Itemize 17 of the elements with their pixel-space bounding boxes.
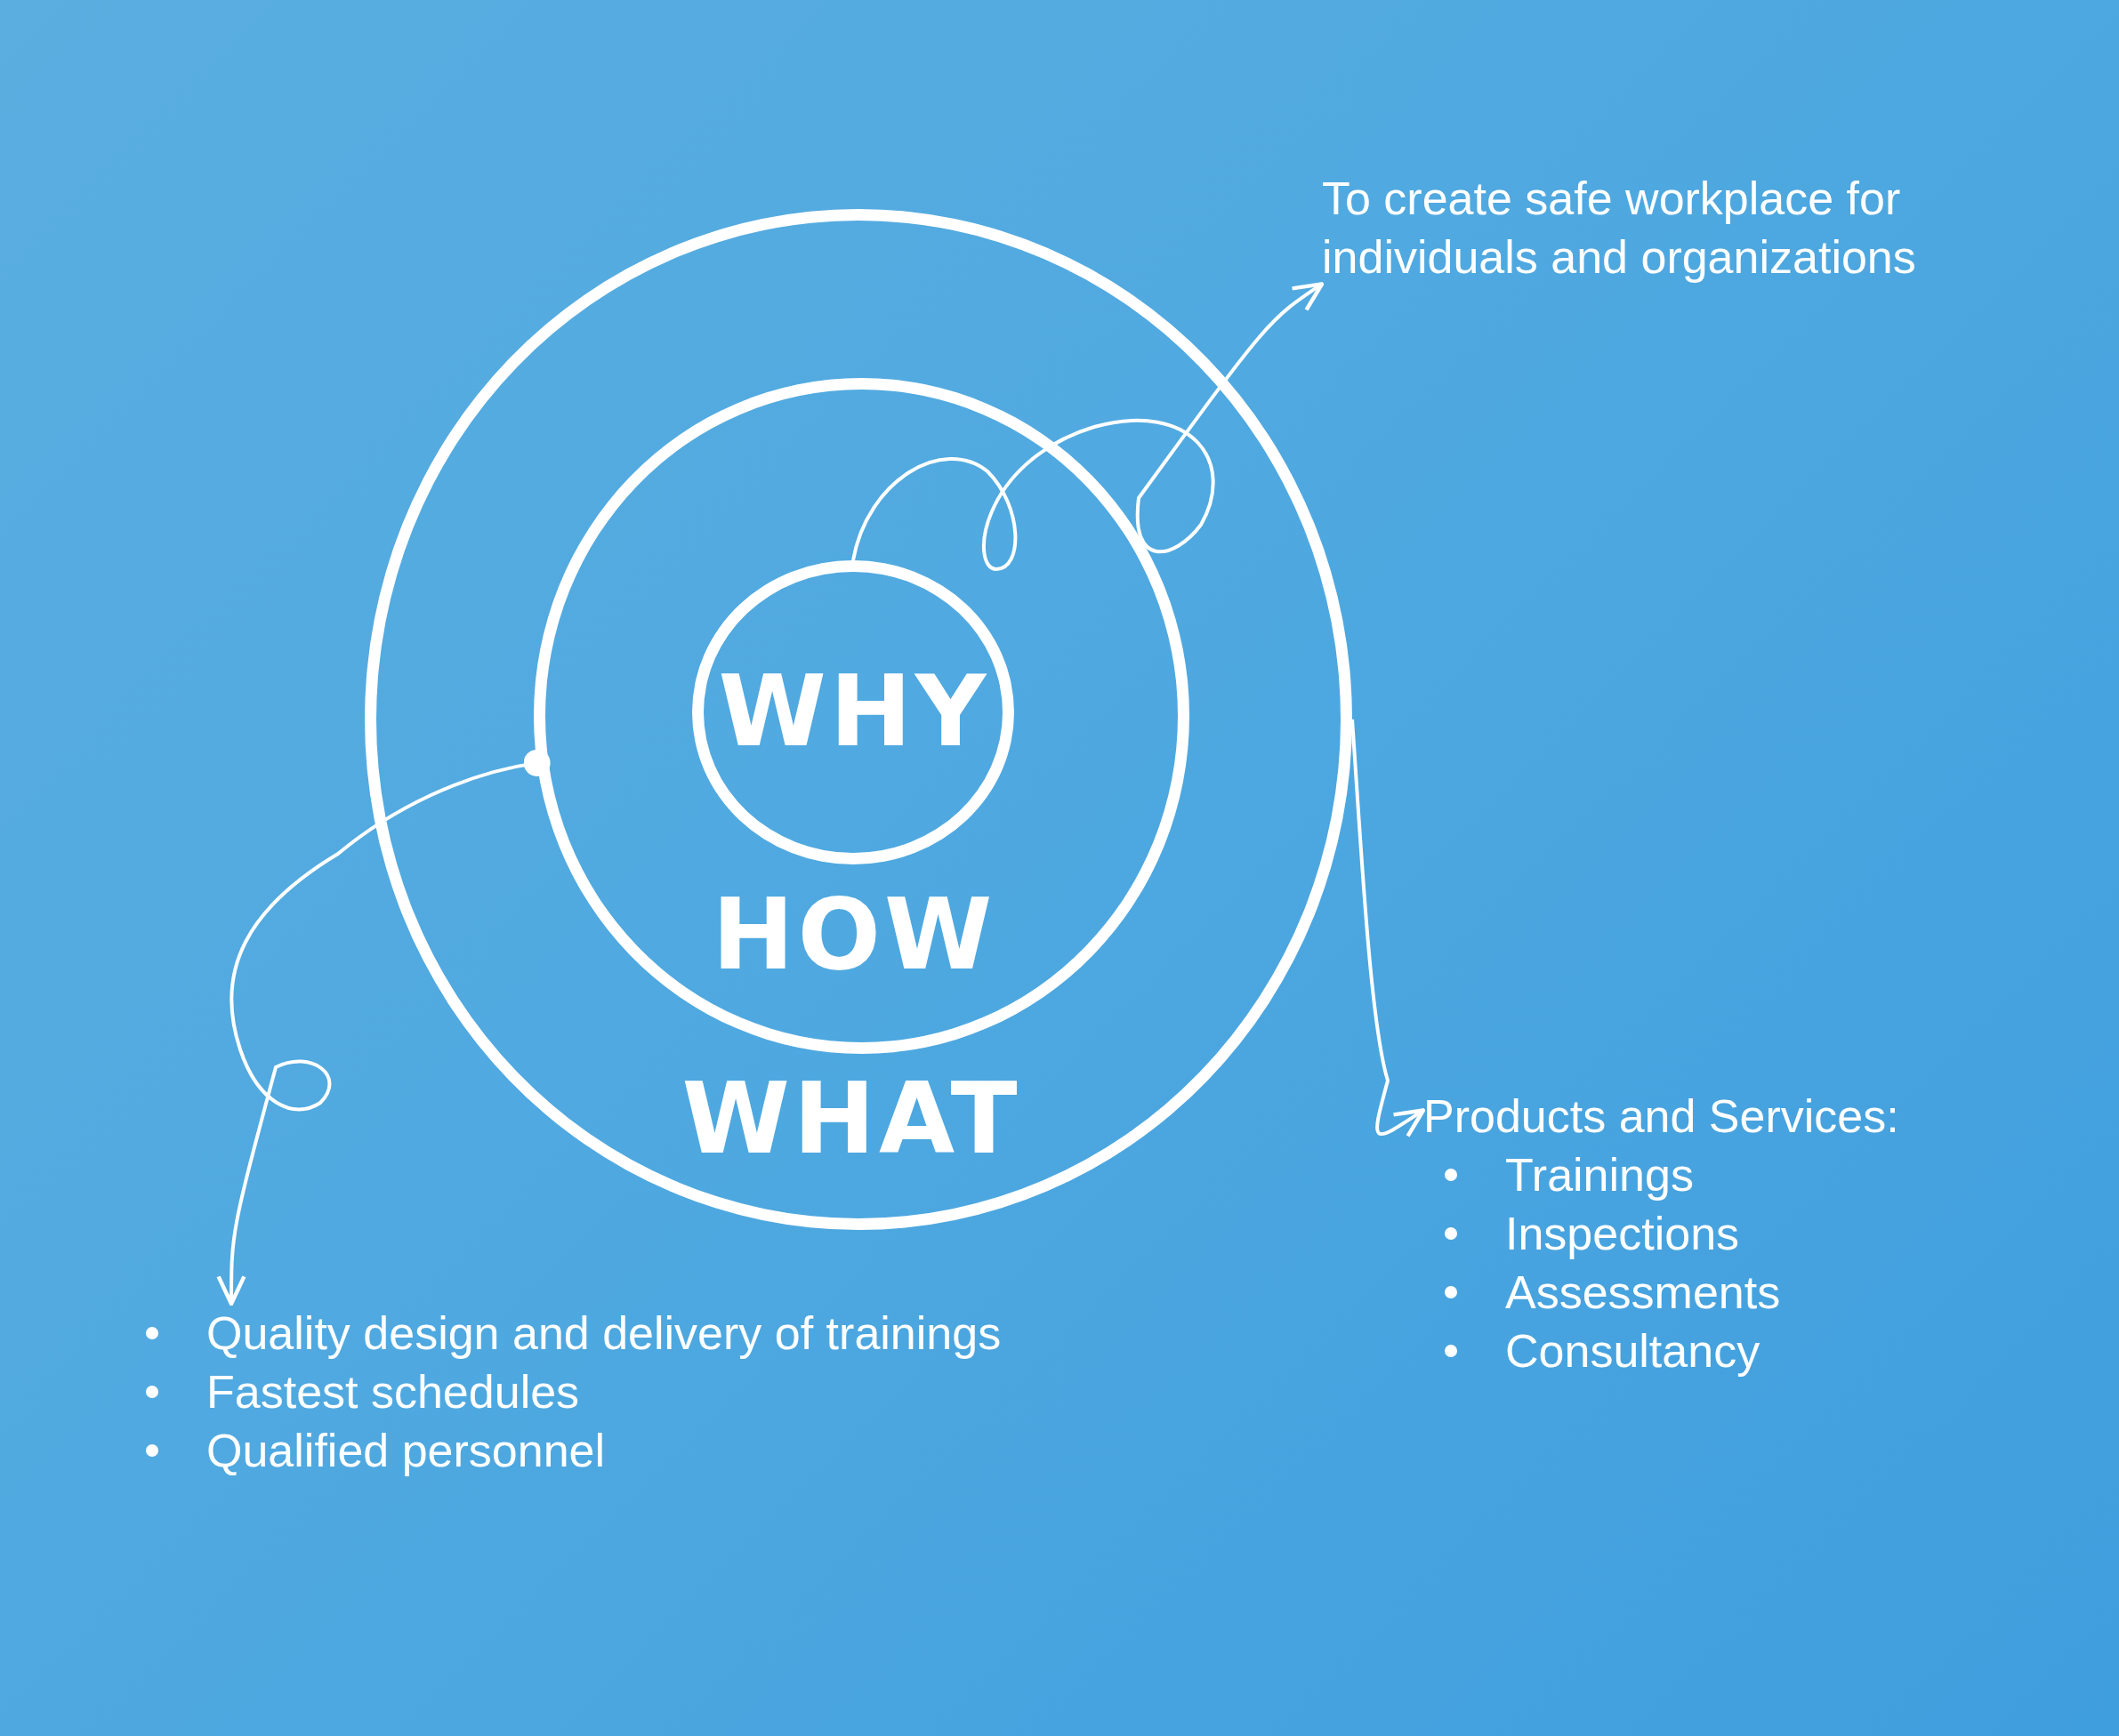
- list-item: Fastest schedules: [206, 1365, 580, 1419]
- middle-circle: [534, 378, 1189, 1054]
- list-heading: Products and Services:: [1423, 1089, 1900, 1144]
- circle-label: HOW: [712, 878, 996, 992]
- note-text: To create safe workplace for individuals and organizations: [1322, 169, 1998, 286]
- arrow: [1350, 719, 1426, 1138]
- arrow: [216, 749, 551, 1306]
- list-item: Inspections: [1505, 1207, 1740, 1261]
- inner-circle: [692, 560, 1014, 864]
- circle-label: WHY: [718, 655, 990, 768]
- circle-label: WHAT: [681, 1062, 1021, 1176]
- list-item: Qualified personnel: [206, 1424, 606, 1478]
- list-item: Consultancy: [1505, 1324, 1760, 1378]
- list-item: Trainings: [1505, 1148, 1694, 1202]
- list-item: Quality design and delivery of trainings: [206, 1306, 1002, 1361]
- arrow: [851, 282, 1325, 571]
- list-item: Assessments: [1505, 1266, 1781, 1320]
